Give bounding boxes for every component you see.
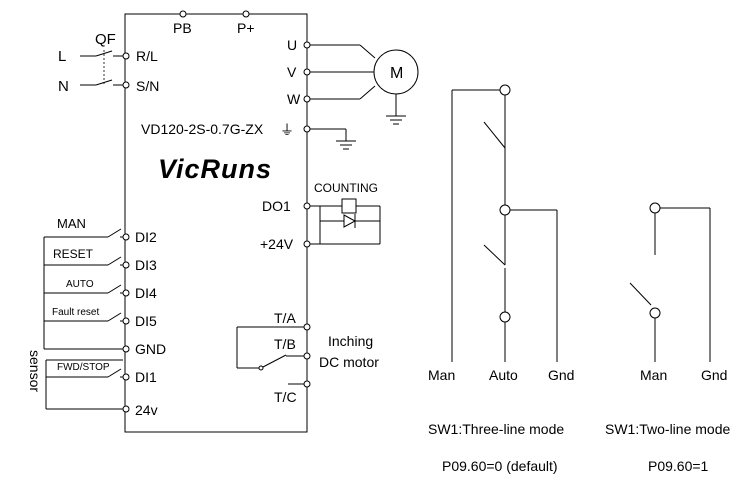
model-row: VD120-2S-0.7G-ZX ⏚ [141, 121, 356, 150]
load-line1-label: Inching [328, 333, 373, 349]
top-terminals: PB P+ [173, 10, 255, 36]
terminal-ta [303, 323, 311, 331]
terminal-v [303, 68, 311, 76]
terminal-w-label: W [287, 91, 301, 107]
terminal-sn [122, 81, 130, 89]
earth-symbol-glyph: ⏚ [280, 122, 294, 138]
supply-24v-label: +24V [260, 236, 294, 252]
flyback-diode [343, 214, 357, 228]
di4-label: DI4 [135, 285, 157, 301]
terminal-pb [179, 10, 187, 18]
load-line2-label: DC motor [319, 354, 379, 370]
mains-line-label: L [58, 48, 66, 65]
terminal-tc [303, 380, 311, 388]
relay-ta-label: T/A [274, 310, 296, 326]
di3-label: DI3 [135, 257, 157, 273]
counting-coil [341, 198, 357, 214]
switch-fwd-stop-label: FWD/STOP [57, 362, 110, 373]
terminal-pe [303, 125, 311, 133]
counting-label: COUNTING [314, 181, 378, 195]
terminal-gnd [122, 345, 130, 353]
di1-label: DI1 [135, 369, 157, 385]
three-line-node-mid [499, 204, 511, 216]
switch-auto-label: AUTO [66, 279, 94, 290]
terminal-di2 [122, 233, 130, 241]
digital-inputs: DI2 DI3 DI4 DI5 GND DI1 24v MAN RESET AU… [27, 216, 166, 418]
two-line-gnd-label: Gnd [701, 367, 727, 383]
three-line-caption: SW1:Three-line mode [428, 421, 564, 437]
three-line-param: P09.60=0 (default) [442, 458, 558, 474]
digital-output: COUNTING DO1 +24V [260, 181, 381, 252]
terminal-p-plus [242, 10, 250, 18]
three-line-gnd-label: Gnd [548, 367, 574, 383]
terminal-di4 [122, 289, 130, 297]
two-line-mode: Man Gnd SW1:Two-line mode P09.60=1 [605, 202, 730, 474]
terminal-24v-out [303, 240, 311, 248]
three-line-mode: Man Auto Gnd SW1:Three-line mode P09.60=… [428, 84, 574, 474]
brand-logo: VicRuns [158, 154, 272, 184]
mains-input: QF L N R/L S/N [58, 31, 159, 95]
terminal-p-plus-label: P+ [237, 20, 255, 36]
terminal-di3 [122, 261, 130, 269]
three-line-man-label: Man [428, 367, 455, 383]
mains-neutral-label: N [58, 78, 69, 95]
switch-reset-label: RESET [53, 247, 94, 261]
two-line-caption: SW1:Two-line mode [605, 421, 730, 437]
inverter-body [124, 13, 308, 433]
two-line-param: P09.60=1 [648, 458, 709, 474]
terminal-tb [303, 352, 311, 360]
relay-output: T/A T/B T/C Inching DC motor [236, 310, 379, 405]
three-line-node-auto [499, 311, 511, 323]
sensor-label: sensor [27, 350, 43, 392]
di5-label: DI5 [135, 313, 157, 329]
model-name: VD120-2S-0.7G-ZX [141, 121, 264, 137]
three-line-node-top [499, 84, 511, 96]
terminal-24v [122, 405, 130, 413]
terminal-u [303, 41, 311, 49]
relay-tc-label: T/C [274, 389, 297, 405]
three-line-auto-label: Auto [489, 367, 518, 383]
motor-label: M [390, 65, 403, 82]
terminal-rl [122, 52, 130, 60]
v24-label: 24v [135, 402, 158, 418]
terminal-u-label: U [287, 37, 297, 53]
do1-label: DO1 [262, 198, 291, 214]
motor-output: U V W M [287, 37, 419, 125]
terminal-v-label: V [287, 64, 297, 80]
terminal-do1 [303, 202, 311, 210]
two-line-node-man [649, 307, 661, 319]
switch-fault-reset-label: Fault reset [52, 307, 99, 318]
terminal-di5 [122, 317, 130, 325]
switch-man-label: MAN [57, 216, 86, 231]
breaker-label: QF [95, 31, 116, 48]
gnd-label: GND [135, 341, 166, 357]
two-line-node-top [649, 202, 661, 214]
terminal-pb-label: PB [173, 20, 192, 36]
terminal-di1 [122, 373, 130, 381]
relay-tb-label: T/B [274, 336, 296, 352]
terminal-w [303, 95, 311, 103]
terminal-sn-label: S/N [136, 78, 159, 94]
two-line-man-label: Man [640, 367, 667, 383]
di2-label: DI2 [135, 229, 157, 245]
terminal-rl-label: R/L [136, 48, 158, 64]
